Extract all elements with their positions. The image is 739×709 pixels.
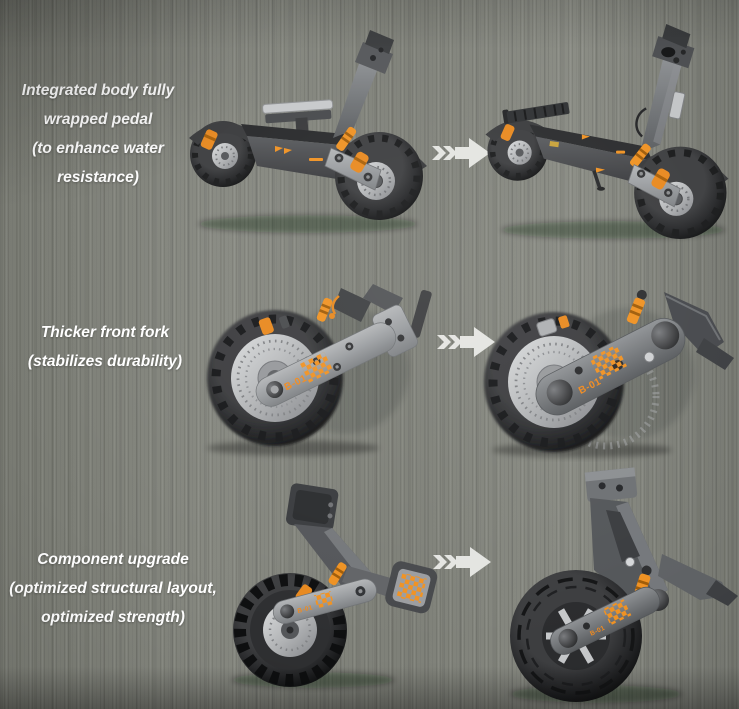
checker-decal bbox=[299, 352, 334, 383]
suspension-spring bbox=[336, 126, 357, 151]
fork-arm: B-01 bbox=[550, 586, 661, 655]
brake-cable bbox=[331, 295, 340, 315]
mudguard bbox=[664, 292, 734, 370]
checker-decal bbox=[396, 572, 427, 604]
deck bbox=[241, 124, 357, 182]
brake-caliper-icon bbox=[536, 318, 558, 337]
ground-shadow bbox=[207, 440, 379, 456]
suspension-spring bbox=[316, 297, 333, 322]
checker-decal bbox=[589, 344, 627, 380]
after-image-pedal bbox=[477, 10, 739, 246]
after-image-component: B-01 bbox=[488, 448, 738, 708]
double-chevron-right-arrow-icon bbox=[432, 138, 490, 168]
before-image-component: B-01 bbox=[228, 468, 443, 693]
part-label: B-01 bbox=[297, 604, 314, 615]
before-image-front-fork: B-01 bbox=[195, 272, 435, 462]
suspension-spring bbox=[626, 289, 647, 325]
checker-decal bbox=[313, 590, 334, 609]
folded-component-before-illustration: B-01 bbox=[231, 483, 438, 688]
brake-cable bbox=[635, 107, 647, 138]
front-fork-before-illustration: B-01 bbox=[207, 284, 432, 456]
double-chevron-right-arrow-icon bbox=[433, 547, 491, 577]
feature-label-pedal: Integrated body fully wrapped pedal (to … bbox=[21, 82, 175, 186]
suspension bbox=[324, 126, 382, 191]
deck-decal bbox=[581, 134, 626, 173]
warning-sticker bbox=[549, 141, 560, 148]
double-chevron-right-arrow-icon bbox=[437, 327, 495, 357]
brake-caliper-icon bbox=[258, 317, 274, 335]
feature-label-component: Component upgrade (optimized structural … bbox=[9, 551, 217, 626]
before-image-pedal bbox=[183, 12, 428, 242]
rear-fender bbox=[189, 122, 259, 145]
feature-label-front-fork: Thicker front fork (stabilizes durabilit… bbox=[27, 324, 183, 370]
brake-caliper-icon bbox=[350, 151, 369, 173]
brake-caliper-icon bbox=[500, 124, 515, 141]
fork-arm: B-01 bbox=[535, 318, 686, 416]
scooter-rear-view-before-illustration bbox=[189, 30, 427, 233]
rear-fender bbox=[485, 119, 552, 142]
stem bbox=[635, 24, 695, 153]
headlight-icon bbox=[661, 47, 676, 58]
suspension-spring bbox=[629, 143, 651, 168]
deck bbox=[529, 124, 653, 191]
fork-arm: B-01 bbox=[255, 304, 418, 407]
fork-arm: B-01 bbox=[272, 578, 377, 624]
suspension bbox=[627, 143, 681, 208]
brake-caliper-icon bbox=[200, 129, 218, 150]
latch-box bbox=[385, 561, 438, 614]
kick-plate bbox=[262, 99, 334, 133]
kickstand bbox=[592, 170, 602, 190]
folded-component-after-illustration: B-01 bbox=[510, 467, 738, 703]
ground-shadow bbox=[198, 215, 418, 233]
upgrade-arrow-row2 bbox=[436, 320, 498, 364]
folded-stem bbox=[286, 483, 438, 614]
wrapped-pedal bbox=[502, 102, 570, 124]
rear-brake-disc bbox=[552, 342, 660, 450]
upgrade-arrow-row1 bbox=[431, 131, 493, 175]
deck-decal bbox=[275, 146, 323, 161]
upgrade-arrow-row3 bbox=[432, 540, 494, 584]
stem bbox=[333, 30, 394, 138]
rear-wheel bbox=[189, 121, 259, 187]
caliper-fragment bbox=[409, 289, 432, 338]
scooter-side-view-after-illustration bbox=[485, 24, 729, 239]
checker-decal bbox=[602, 599, 632, 626]
suspension-spring bbox=[328, 562, 347, 586]
reflector bbox=[668, 91, 686, 120]
after-image-front-fork: B-01 bbox=[477, 272, 739, 462]
brake-caliper-icon bbox=[651, 168, 670, 190]
front-fork-after-illustration: B-01 bbox=[484, 289, 734, 458]
